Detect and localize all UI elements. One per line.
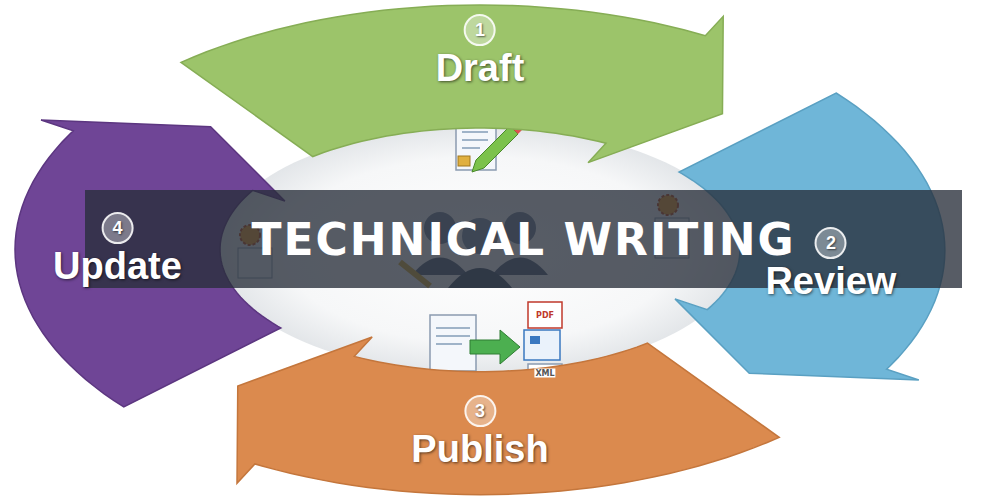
publish-icon xyxy=(430,302,562,382)
step-name: Draft xyxy=(436,48,525,90)
step-name: Publish xyxy=(411,430,548,472)
arrow-body xyxy=(237,337,779,495)
arrow-label: 4Update xyxy=(53,212,182,288)
step-name: Update xyxy=(53,246,182,288)
step-number: 4 xyxy=(101,212,133,244)
cycle-arrow: 1Draft xyxy=(181,5,723,163)
arrow-shape xyxy=(237,337,779,495)
file-type-label: XML xyxy=(534,369,555,378)
title-text: TECHNICAL WRITING xyxy=(85,190,962,288)
step-number: 3 xyxy=(464,396,496,428)
arrow-body xyxy=(181,5,723,163)
arrow-label: 3Publish xyxy=(411,396,548,472)
arrow-body xyxy=(15,120,285,407)
cycle-arrow: 3Publish xyxy=(237,337,779,495)
arrow-label: 1Draft xyxy=(436,14,525,90)
step-number: 1 xyxy=(464,14,496,46)
step-name: Review xyxy=(765,262,896,304)
file-type-label: PDF xyxy=(535,311,555,320)
step-number: 2 xyxy=(815,228,847,260)
